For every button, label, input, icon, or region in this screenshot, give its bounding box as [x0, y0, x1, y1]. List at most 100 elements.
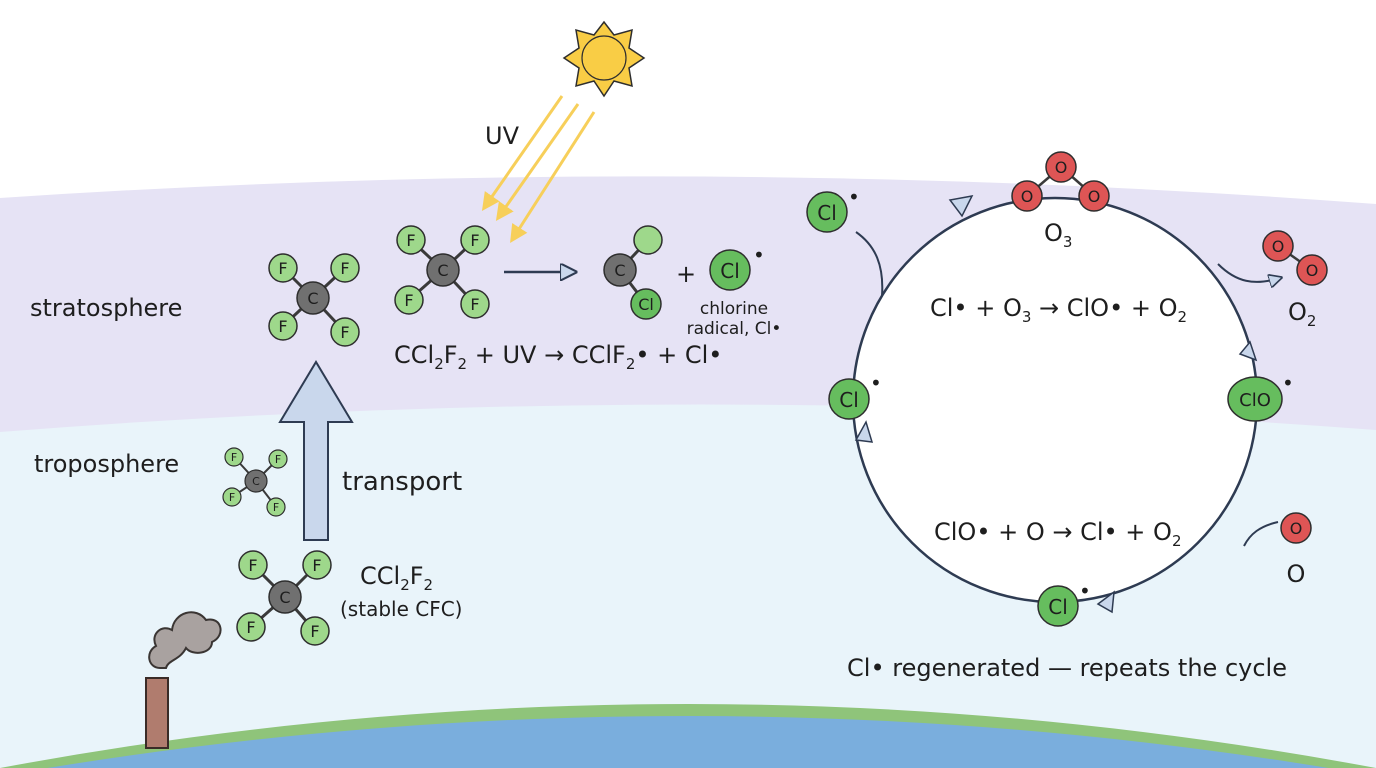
radical-note-line2: radical, Cl• [687, 319, 782, 339]
reaction-2-equation: ClO• + O → Cl• + O2 [934, 518, 1181, 550]
o2-label: O2 [1288, 298, 1316, 330]
atom-label-f: F [229, 491, 235, 504]
atom-label-f: F [340, 259, 349, 278]
transport-arrow [278, 360, 354, 541]
o-entry-line [1243, 521, 1279, 547]
chlorine-radical-atom [806, 191, 848, 233]
fluorine-atom [330, 253, 360, 283]
fluorine-atom [268, 253, 298, 283]
atom-label-f: F [231, 451, 237, 464]
fluorine-atom [300, 616, 330, 646]
reaction-1-equation: Cl• + O3 → ClO• + O2 [930, 294, 1187, 326]
oxygen-atom [1011, 180, 1043, 212]
atom-label-c: C [614, 261, 625, 280]
atom-label-f: F [310, 622, 319, 641]
atom-label-o: O [1055, 158, 1068, 177]
radical-dot: • [753, 243, 765, 267]
cycle-arrowhead [854, 420, 874, 443]
atom-label-c: C [279, 588, 290, 607]
earth-ocean [0, 716, 1376, 768]
fluorine-atom [268, 449, 288, 469]
atom-label-clo: ClO [1239, 390, 1271, 411]
fluorine-atom [633, 225, 663, 255]
cycle-arrowhead [948, 194, 974, 218]
fluorine-atom [396, 225, 426, 255]
atom-label-f: F [278, 317, 287, 336]
cycle-caption: Cl• regenerated — repeats the cycle [847, 654, 1287, 682]
cfc-molecule-photolysis: F F F F C [394, 225, 490, 319]
atom-label-c: C [252, 475, 260, 488]
uv-label: UV [485, 122, 520, 150]
fluorine-atom [302, 550, 332, 580]
cycle-arrowhead [1238, 340, 1258, 362]
atom-label-o: O [1272, 237, 1285, 256]
fluorine-atom [268, 311, 298, 341]
radical-dot: • [1282, 371, 1294, 395]
atom-label-c: C [307, 289, 318, 308]
fluorine-atom [460, 225, 490, 255]
fluorine-atom [224, 447, 244, 467]
atom-label-f: F [248, 556, 257, 575]
chlorine-atom [630, 288, 662, 320]
carbon-atom [426, 253, 460, 287]
fluorine-atom [222, 487, 242, 507]
carbon-atom [296, 281, 330, 315]
factory-chimney [145, 677, 169, 749]
oxygen-atom [1296, 254, 1328, 286]
stratosphere-label: stratosphere [30, 294, 182, 322]
atom-label-cl: Cl [817, 201, 837, 225]
atom-label-f: F [278, 259, 287, 278]
uv-rays [481, 95, 596, 244]
oxygen-atom [1280, 512, 1312, 544]
atom-label-f: F [406, 231, 415, 250]
carbon-atom [268, 580, 302, 614]
atom-label-o: O [1088, 187, 1101, 206]
fluorine-atom [394, 285, 424, 315]
atom-label-f: F [246, 618, 255, 637]
sun-icon [562, 20, 646, 98]
atom-label-o: O [1290, 519, 1303, 538]
cfc-molecule-ground: F F F F C [236, 550, 332, 646]
fluorine-atom [460, 289, 490, 319]
atom-label-cl: Cl [839, 388, 859, 412]
cfc-molecule-troposphere: F F F F C [222, 447, 288, 517]
fluorine-atom [330, 317, 360, 347]
fluorine-atom [266, 497, 286, 517]
photolysis-equation: CCl2F2 + UV → CClF2• + Cl• [394, 341, 722, 373]
o3-label: O3 [1044, 219, 1072, 251]
ozone-molecule: O O O [1011, 151, 1110, 212]
radical-dot: • [870, 371, 882, 395]
radical-dot: • [1079, 579, 1091, 603]
cclf2-radical-molecule: Cl C [603, 225, 663, 320]
oxygen-molecule: O O [1262, 230, 1328, 286]
carbon-atom [603, 253, 637, 287]
fluorine-atom [238, 550, 268, 580]
smoke-cloud [148, 611, 222, 669]
transport-label: transport [342, 467, 462, 497]
cfc-formula: CCl2F2 [360, 562, 433, 594]
oxygen-atom [1078, 180, 1110, 212]
atom-label-c: C [437, 261, 448, 280]
atom-label-o: O [1021, 187, 1034, 206]
atom-label-cl: Cl [638, 295, 654, 314]
radical-note-line1: chlorine [700, 299, 768, 319]
chlorine-radical-atom [709, 249, 751, 291]
carbon-atom [244, 469, 268, 493]
atom-label-f: F [340, 323, 349, 342]
o-label: O [1287, 560, 1306, 588]
radical-dot: • [848, 185, 860, 209]
oxygen-atom [1045, 151, 1077, 183]
fluorine-atom [236, 612, 266, 642]
atom-label-f: F [470, 295, 479, 314]
atom-label-f: F [404, 291, 413, 310]
atom-label-f: F [312, 556, 321, 575]
o2-release-arrow [1217, 263, 1280, 282]
troposphere-label: troposphere [34, 450, 179, 478]
cl-entry-line [855, 231, 884, 297]
oxygen-atom [1262, 230, 1294, 262]
chlorine-monoxide-radical [1227, 376, 1283, 422]
chlorine-radical-atom [828, 378, 870, 420]
cfc-molecule-stratosphere: F F F F C [268, 253, 360, 347]
atom-label-f: F [273, 501, 279, 514]
